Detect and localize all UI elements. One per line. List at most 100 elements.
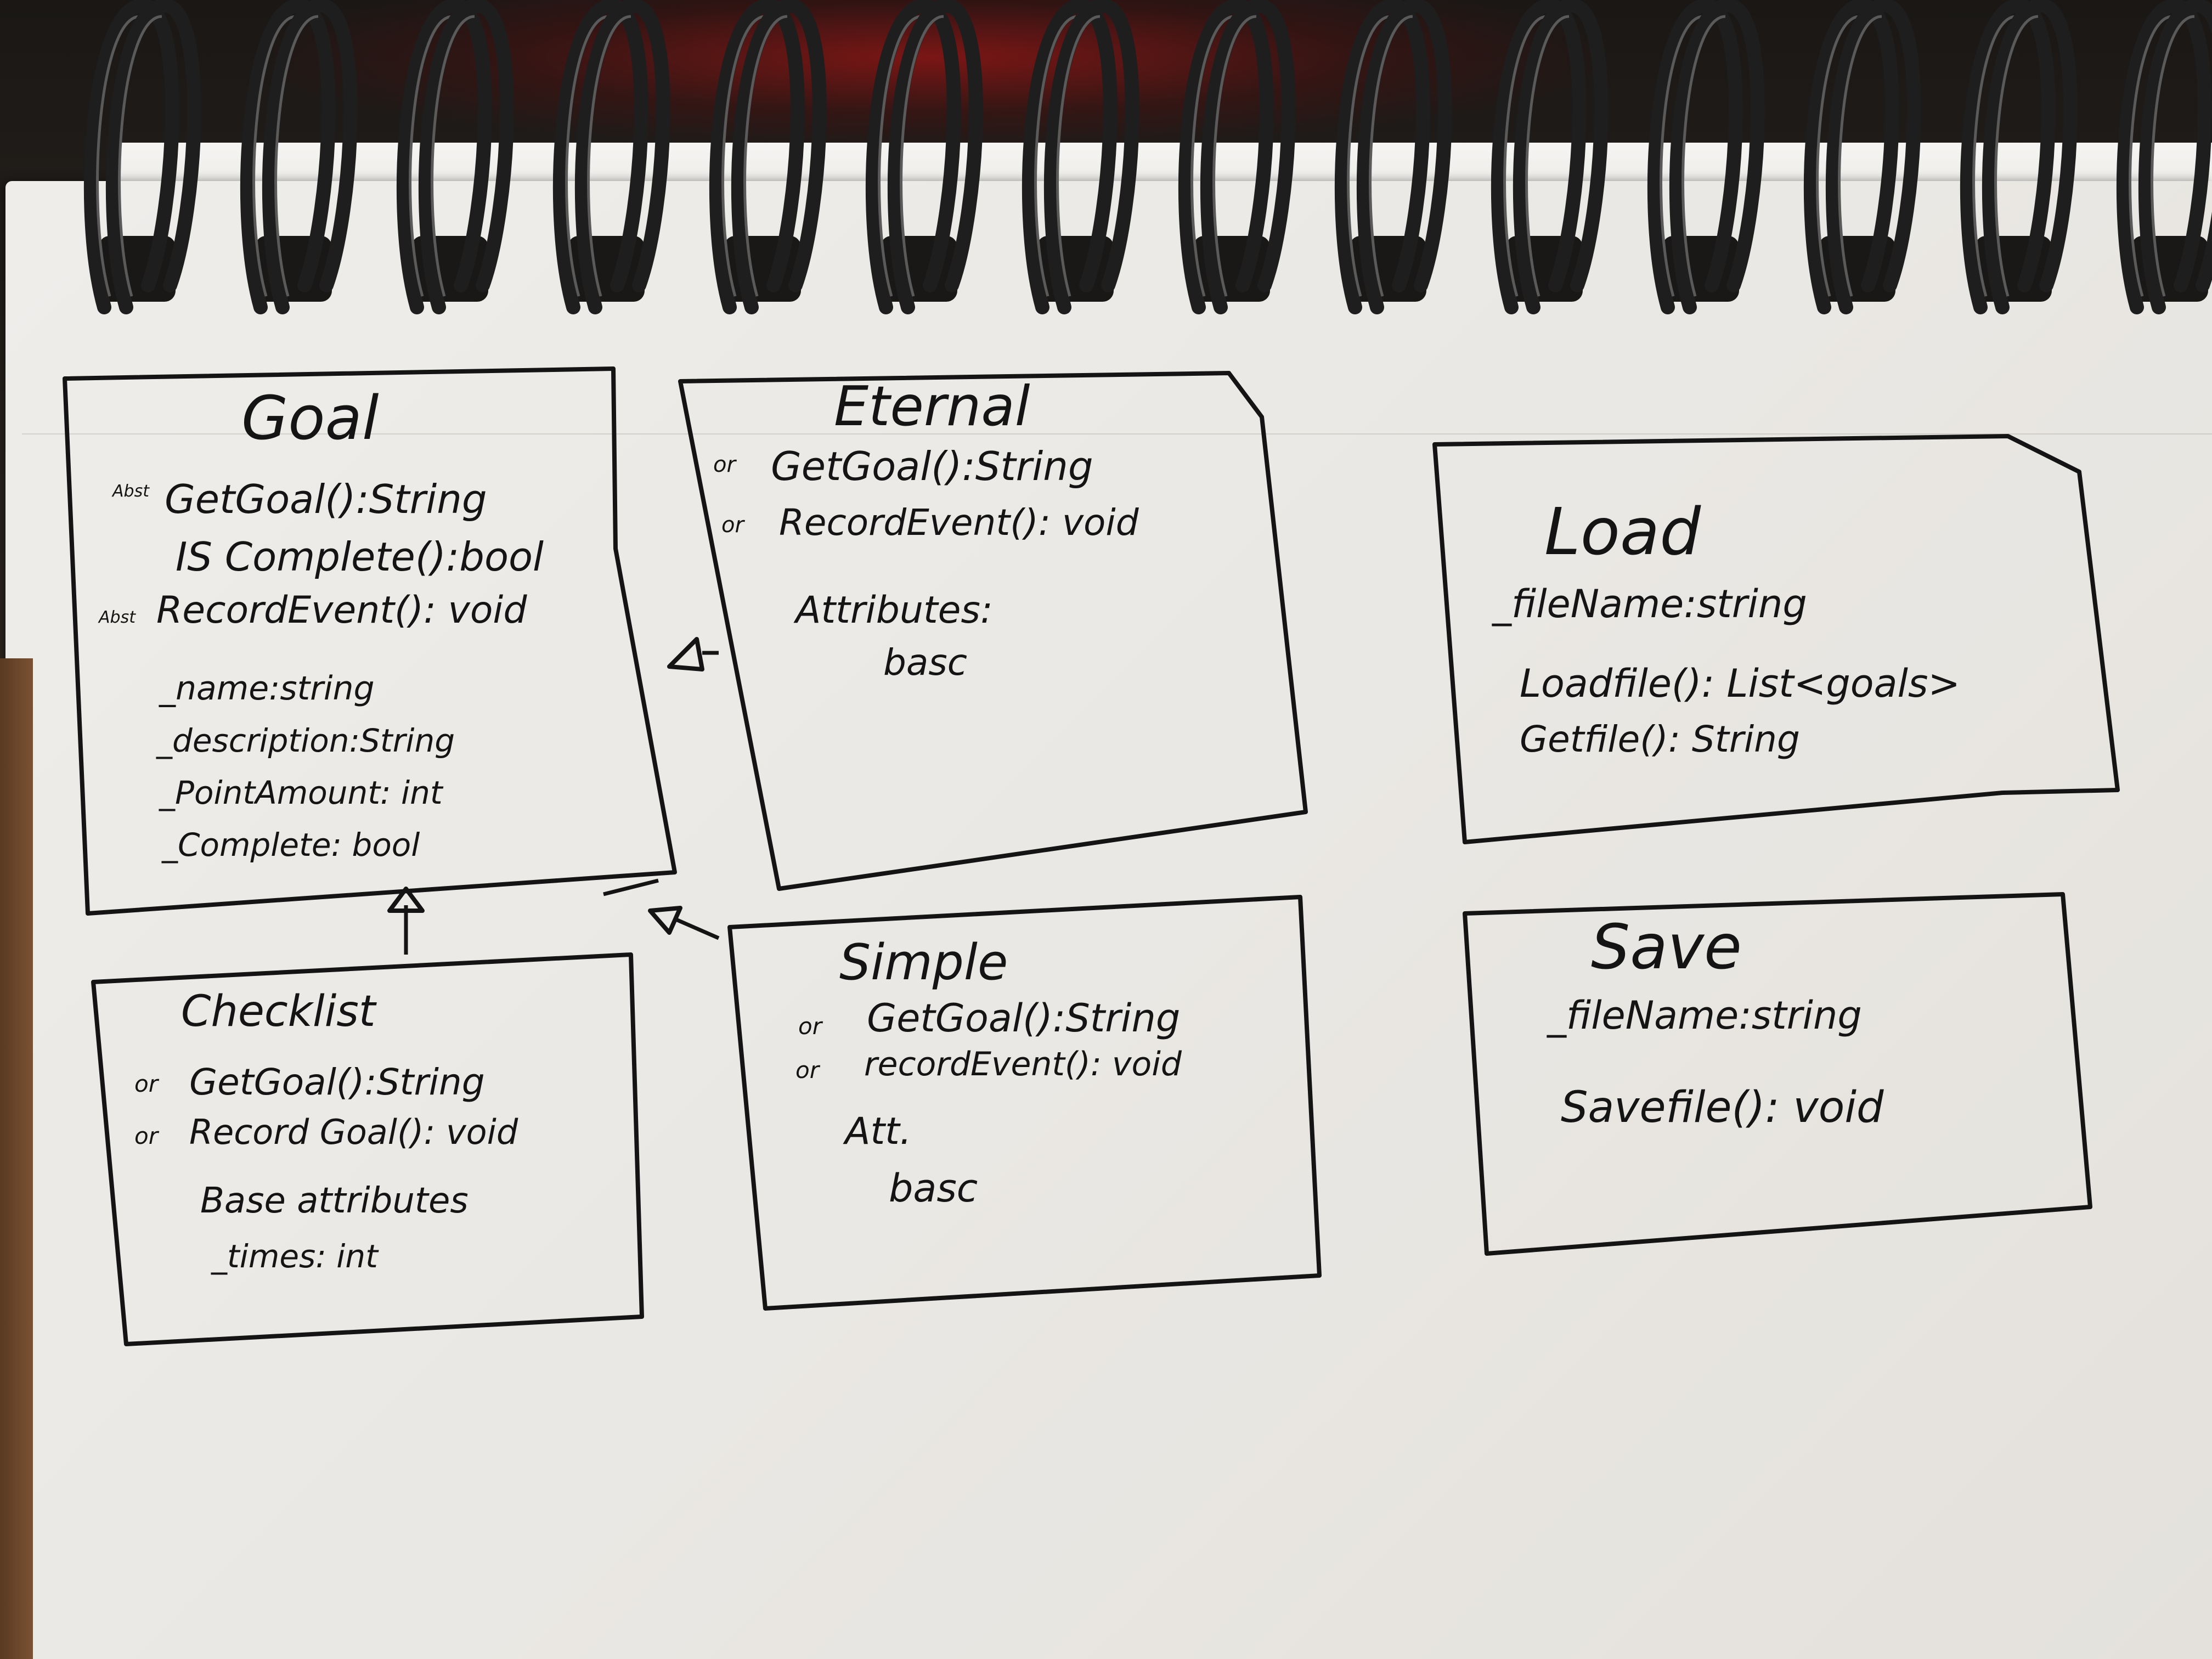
class-save: Save _fileName:string Savefile(): void bbox=[1463, 892, 2092, 1256]
binding-ring-highlight bbox=[1503, 15, 1548, 297]
binding-ring-highlight bbox=[565, 15, 610, 297]
class-eternal-method-0-prefix: or bbox=[713, 452, 737, 477]
class-checklist-method-0-prefix: or bbox=[134, 1070, 160, 1097]
binding-ring-highlight bbox=[1212, 15, 1257, 297]
binding-ring bbox=[1334, 0, 1430, 314]
class-simple-method-1: recordEvent(): void bbox=[864, 1045, 1182, 1084]
binding-ring bbox=[552, 0, 648, 314]
class-simple-attr-label: Att. bbox=[843, 1110, 911, 1153]
binding-ring bbox=[83, 0, 179, 314]
class-save-border bbox=[1463, 892, 2092, 1256]
binding-ring-highlight bbox=[1034, 15, 1079, 297]
class-load-method-1: Getfile(): String bbox=[1520, 718, 1800, 760]
class-simple-title: Simple bbox=[839, 934, 1008, 991]
class-goal-attr-0: _name:string bbox=[159, 669, 375, 708]
class-eternal-attr-label: Attributes: bbox=[793, 589, 993, 632]
binding-ring bbox=[709, 0, 805, 314]
class-eternal: Eternal or GetGoal():String or RecordEve… bbox=[678, 371, 1308, 891]
class-simple-attr-value: basc bbox=[889, 1166, 978, 1211]
class-save-method-0: Savefile(): void bbox=[1561, 1083, 1884, 1132]
binding-ring bbox=[1647, 0, 1743, 314]
binding-ring bbox=[1982, 0, 2078, 314]
binding-ring-highlight bbox=[1190, 15, 1235, 297]
class-goal-attr-2: _PointAmount: int bbox=[159, 774, 444, 811]
binding-ring-highlight bbox=[1660, 15, 1704, 297]
desk-edge bbox=[0, 658, 33, 1659]
binding-ring bbox=[1825, 0, 1921, 314]
inheritance-arrows bbox=[387, 637, 720, 955]
binding-ring bbox=[105, 0, 201, 314]
class-simple-method-0: GetGoal():String bbox=[867, 996, 1180, 1041]
binding-ring-highlight bbox=[96, 15, 140, 297]
binding-ring-highlight bbox=[878, 15, 922, 297]
binding-ring bbox=[1491, 0, 1587, 314]
class-goal-title: Goal bbox=[241, 383, 379, 453]
binding-ring bbox=[1356, 0, 1452, 314]
page-fold-line bbox=[22, 433, 2212, 435]
class-goal-method-1: IS Complete():bool bbox=[176, 534, 544, 580]
class-load-field: _fileName:string bbox=[1492, 582, 1807, 627]
class-checklist-title: Checklist bbox=[181, 987, 377, 1036]
class-goal: Goal Abst GetGoal():String IS Complete()… bbox=[63, 366, 677, 916]
binding-ring-highlight bbox=[900, 15, 944, 297]
spiral-binding bbox=[83, 0, 2212, 314]
binding-ring bbox=[396, 0, 492, 314]
class-checklist-border bbox=[91, 952, 644, 1346]
binding-ring-highlight bbox=[1056, 15, 1101, 297]
binding-ring-highlight bbox=[1838, 15, 1882, 297]
binding-ring bbox=[1960, 0, 2056, 314]
binding-ring bbox=[1043, 0, 1139, 314]
class-eternal-border bbox=[678, 371, 1308, 891]
binding-ring-highlight bbox=[721, 15, 766, 297]
binding-ring-highlight bbox=[1681, 15, 1726, 297]
class-load-border bbox=[1432, 434, 2120, 844]
class-goal-border bbox=[63, 366, 677, 916]
binding-ring bbox=[2138, 0, 2212, 314]
binding-ring-highlight bbox=[1525, 15, 1570, 297]
binding-ring-highlight bbox=[2151, 15, 2195, 297]
binding-ring-highlight bbox=[118, 15, 162, 297]
binding-ring bbox=[1803, 0, 1899, 314]
class-load-method-0: Loadfile(): List<goals> bbox=[1520, 661, 1960, 706]
class-goal-method-2: RecordEvent(): void bbox=[156, 589, 527, 632]
binding-ring bbox=[574, 0, 670, 314]
binding-ring-highlight bbox=[1347, 15, 1391, 297]
arrow-simple-goal-line bbox=[674, 917, 720, 940]
binding-ring bbox=[2116, 0, 2212, 314]
class-goal-attr-1: _description:String bbox=[156, 722, 455, 759]
class-eternal-title: Eternal bbox=[834, 374, 1030, 438]
binding-ring-highlight bbox=[1816, 15, 1860, 297]
binding-ring-highlight bbox=[1369, 15, 1413, 297]
binding-ring-highlight bbox=[2129, 15, 2173, 297]
class-checklist-attr-0: _times: int bbox=[211, 1238, 379, 1275]
binding-ring bbox=[1200, 0, 1296, 314]
class-eternal-method-0: GetGoal():String bbox=[771, 443, 1093, 489]
binding-ring bbox=[240, 0, 336, 314]
binding-ring-highlight bbox=[587, 15, 631, 297]
binding-ring bbox=[1178, 0, 1274, 314]
paper-top-edge bbox=[110, 143, 2212, 187]
class-simple-border bbox=[727, 895, 1322, 1311]
class-simple: Simple or GetGoal():String or recordEven… bbox=[727, 895, 1322, 1311]
arrow-eternal-goal-head bbox=[667, 637, 704, 672]
class-simple-method-0-prefix: or bbox=[798, 1013, 823, 1040]
class-checklist: Checklist or GetGoal():String or Record … bbox=[91, 952, 644, 1346]
binding-ring bbox=[865, 0, 961, 314]
arrow-goal-corner-stroke bbox=[603, 878, 659, 896]
binding-ring-highlight bbox=[409, 15, 453, 297]
binding-ring bbox=[1669, 0, 1765, 314]
class-eternal-attr-value: basc bbox=[883, 641, 967, 684]
class-goal-attr-3: _Complete: bool bbox=[161, 826, 420, 864]
class-goal-method-0: GetGoal():String bbox=[165, 476, 487, 522]
binding-ring bbox=[418, 0, 514, 314]
class-checklist-attr-label: Base attributes bbox=[200, 1181, 469, 1221]
binding-ring-highlight bbox=[431, 15, 475, 297]
class-save-title: Save bbox=[1591, 912, 1742, 983]
binding-ring bbox=[1022, 0, 1118, 314]
binding-ring bbox=[731, 0, 827, 314]
class-goal-method-0-prefix: Abst bbox=[111, 482, 150, 501]
binding-ring bbox=[887, 0, 983, 314]
binding-ring-highlight bbox=[1972, 15, 2017, 297]
